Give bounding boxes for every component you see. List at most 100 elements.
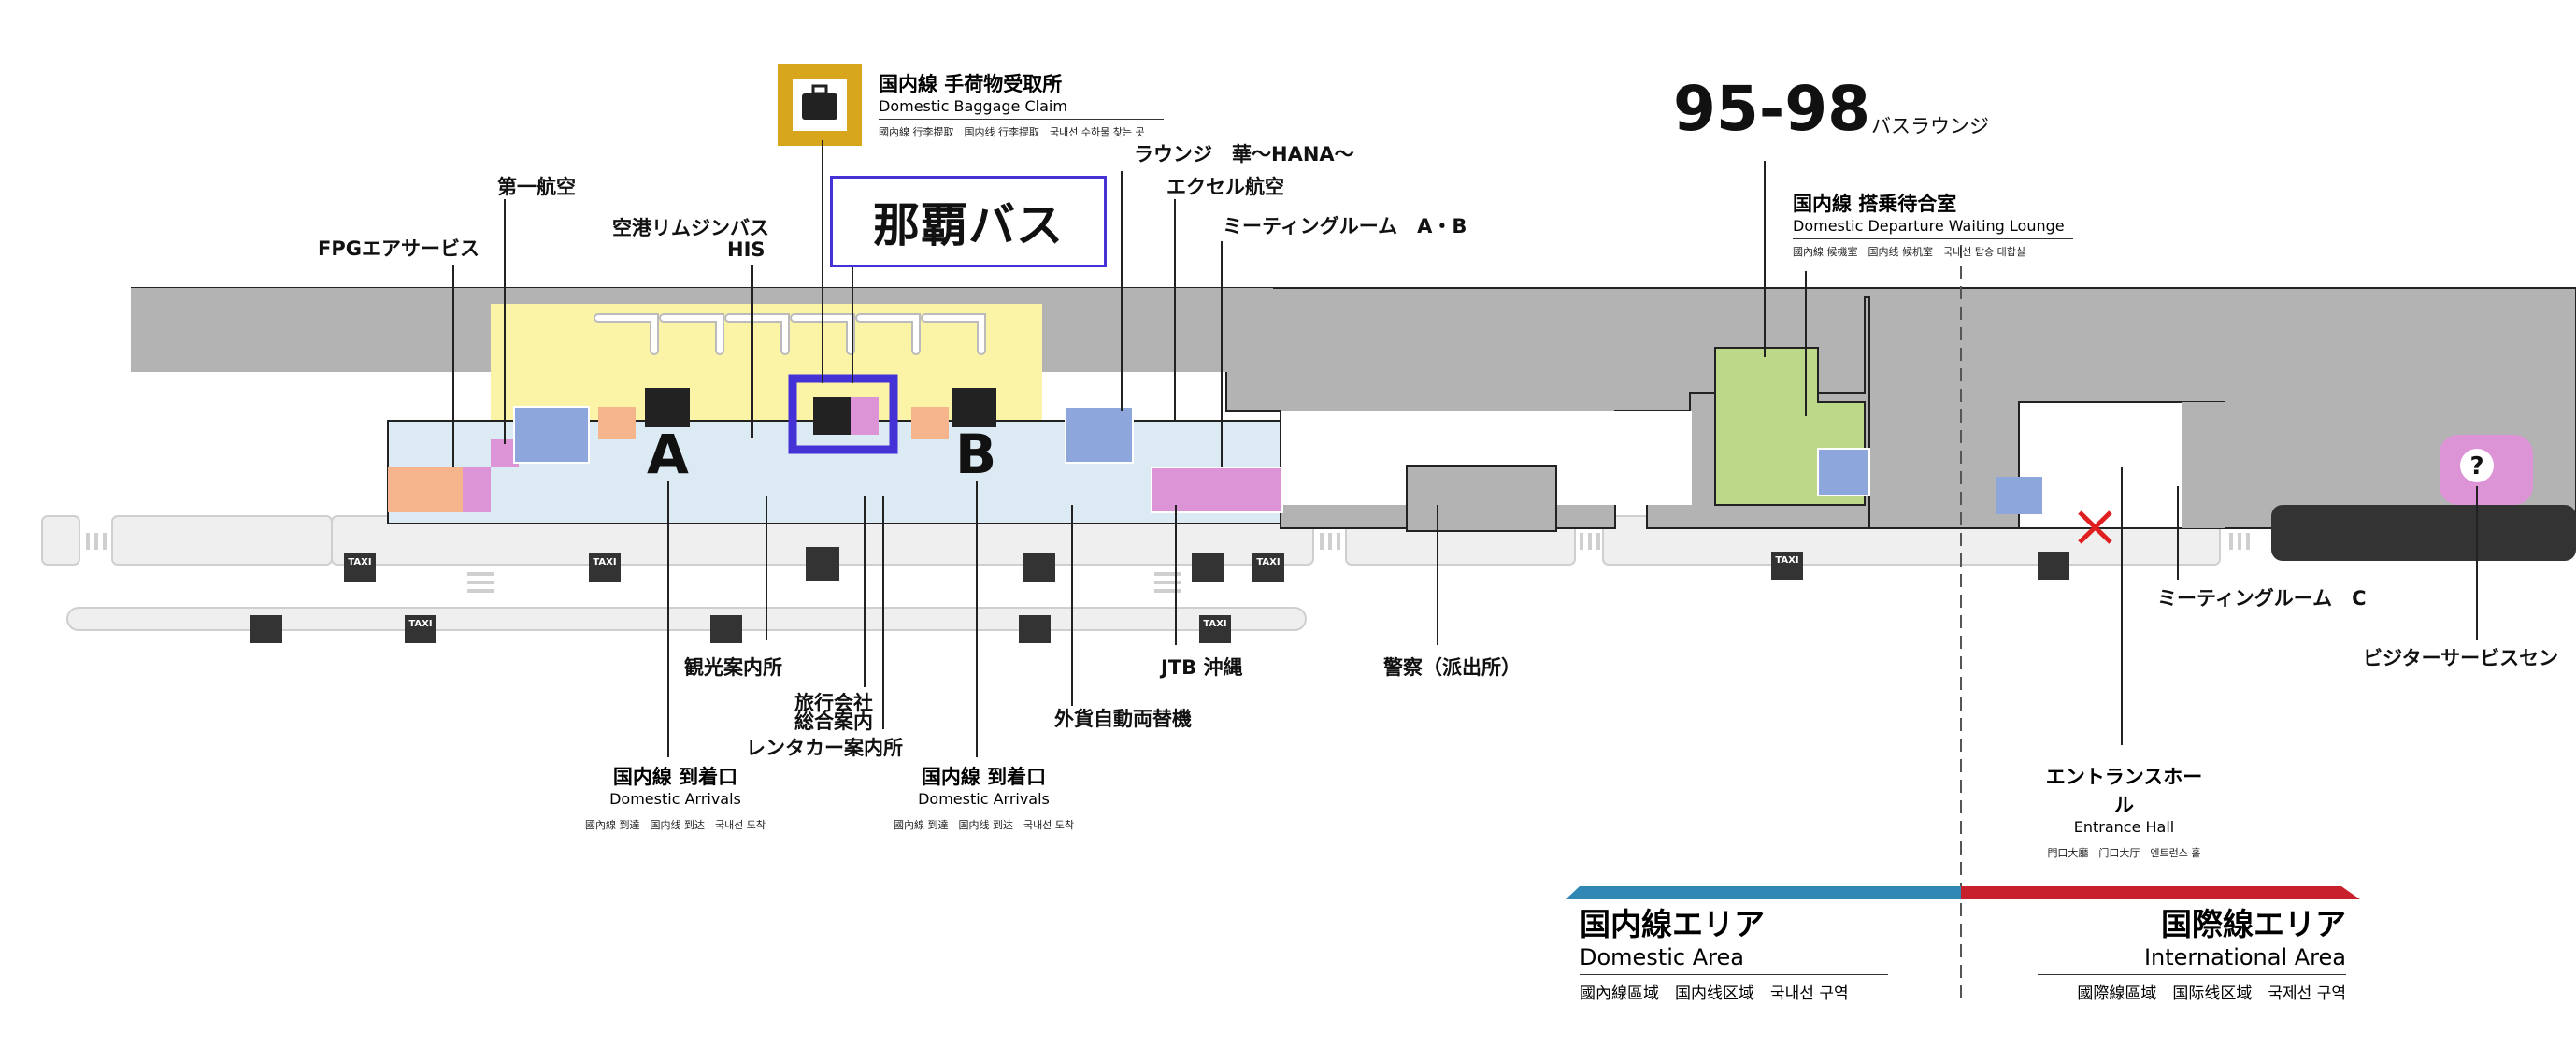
domestic-area-en: Domestic Area	[1580, 944, 1744, 970]
help-icon: ?	[2469, 452, 2483, 481]
road-segment	[111, 515, 333, 566]
taxi-text: TAXI	[593, 557, 616, 567]
arrivals-a: 国内線 到着口 Domestic Arrivals 國內線 到達 国内线 到达 …	[570, 762, 780, 832]
label-his: HIS	[727, 238, 766, 261]
baggage-handle	[811, 84, 828, 95]
baggage-hall	[491, 304, 1042, 421]
police-box	[1406, 465, 1557, 532]
departure-lounge-mini: 國內線 候機室 国内线 候机室 국내선 탑승 대합실	[1793, 246, 2025, 258]
arrivals-b: 国内線 到着口 Domestic Arrivals 國內線 到達 国内线 到达 …	[879, 762, 1089, 832]
departure-lounge-ja: 国内線 搭乗待合室	[1793, 193, 1957, 215]
departure-lounge	[1714, 347, 1870, 506]
restroom-b	[1065, 406, 1134, 464]
taxi-icon	[405, 615, 436, 643]
bus-icon-highlight	[813, 397, 851, 435]
baggage-claim-mini: 國內線 行李提取 国内线 行李提取 국내선 수하물 찾는 곳	[879, 126, 1145, 138]
taxi-icon	[344, 553, 376, 582]
taxi-icon	[589, 553, 621, 582]
arrival-hall	[387, 406, 1283, 524]
domestic-area-bar	[1566, 886, 1961, 899]
intl-area-ja: 国際線エリア	[2161, 906, 2346, 942]
label-excel: エクセル航空	[1166, 176, 1284, 198]
domestic-area-mini: 國內線區域 国内线区域 국내선 구역	[1580, 984, 1849, 1003]
label-gaika: 外貨自動両替機	[1054, 708, 1192, 730]
bus-gate-number: 95-98	[1673, 73, 1871, 145]
intl-area-mini: 國際線區域 国际线区域 국제선 구역	[2077, 984, 2346, 1003]
label-rentacar: レンタカー案内所	[746, 737, 903, 759]
departure-lounge-title: 国内線 搭乗待合室 Domestic Departure Waiting Lou…	[1793, 189, 2073, 259]
arrivals-a-mini: 國內線 到達 国内线 到达 국내선 도착	[584, 819, 766, 831]
label-lounge-hana: ラウンジ 華〜HANA〜	[1134, 143, 1354, 165]
label-keisatsu: 警察（派出所）	[1383, 656, 1521, 679]
label-daiichi: 第一航空	[497, 176, 576, 198]
taxi-text: TAXI	[1775, 555, 1798, 566]
entrance-hall-ja: エントランスホール	[2045, 766, 2203, 816]
entrance-hall-en: Entrance Hall	[2073, 818, 2175, 836]
taxi-icon	[1252, 553, 1284, 582]
taxi-icon	[1199, 615, 1231, 643]
baggage-icon	[802, 93, 837, 120]
entrance-hall-title: エントランスホール Entrance Hall 門口大廳 门口大厅 엔트런스 홀	[2038, 762, 2211, 860]
bus-icon	[710, 615, 742, 643]
taxi-text: TAXI	[348, 557, 371, 567]
bus-stop-icon	[1019, 615, 1051, 643]
naha-bus-highlight	[788, 374, 898, 454]
label-meeting-c: ミーティングルーム C	[2157, 587, 2367, 610]
accessibility-icon	[806, 547, 839, 581]
gate-a-letter: A	[647, 423, 689, 486]
bus-lounge-label: バスラウンジ	[1871, 115, 1989, 137]
leader-lines	[452, 140, 2478, 757]
bus-stop-icon	[250, 615, 282, 643]
bus-icon	[1192, 553, 1224, 582]
label-kanko: 観光案内所	[684, 656, 782, 679]
entrance-restroom	[1996, 477, 2042, 514]
baggage-claim-ja: 国内線 手荷物受取所	[879, 73, 1063, 95]
taxi-icon	[1771, 552, 1803, 580]
lounge-restroom	[1817, 448, 1870, 496]
label-limousine: 空港リムジンバス	[612, 217, 769, 239]
bus-icon	[1023, 553, 1055, 582]
arrivals-b-ja: 国内線 到着口	[921, 766, 1047, 788]
taxi-icons	[250, 547, 2069, 643]
taxi-text: TAXI	[1203, 619, 1226, 629]
baggage-carousels-inner	[595, 315, 984, 353]
arrivals-b-mini: 國內線 到達 国内线 到达 국내선 도착	[893, 819, 1075, 831]
help-icon-circle	[2460, 449, 2494, 482]
restroom-a	[513, 406, 590, 464]
taxi-text: TAXI	[1256, 557, 1280, 567]
road-stripes	[86, 533, 2250, 593]
gap-white	[1281, 411, 1692, 505]
arrivals-b-en: Domestic Arrivals	[918, 790, 1050, 808]
building-domestic	[131, 287, 2576, 561]
road-segment	[41, 515, 80, 566]
restaurant-b	[911, 407, 949, 439]
label-ryoko2: 総合案内	[794, 711, 873, 733]
arrivals-a-ja: 国内線 到着口	[612, 766, 738, 788]
intl-area-title: 国際線エリア International Area 國際線區域 国际线区域 국제…	[2038, 899, 2346, 1003]
domestic-area-ja: 国内線エリア	[1580, 906, 1765, 942]
shop-pink	[463, 467, 491, 512]
baggage-hall-area	[491, 304, 1042, 421]
arrivals-a-en: Domestic Arrivals	[609, 790, 741, 808]
label-ryoko1: 旅行会社	[794, 692, 873, 714]
domestic-area-title: 国内線エリア Domestic Area 國內線區域 国内线区域 국내선 구역	[1580, 899, 1888, 1003]
naha-bus-callout: 那覇バス	[830, 176, 1107, 267]
intl-area-en: International Area	[2143, 944, 2346, 970]
label-fpg: FPGエアサービス	[318, 237, 479, 260]
road-segment-outer	[66, 607, 1307, 631]
arrival-plane-icon-a	[645, 388, 690, 427]
bus-counter-highlight	[851, 397, 879, 435]
entrance-hall-mini: 門口大廳 门口大厅 엔트런스 홀	[2047, 847, 2201, 859]
departure-lounge-en: Domestic Departure Waiting Lounge	[1793, 217, 2065, 235]
label-jtb: JTB 沖縄	[1161, 656, 1243, 679]
arrival-plane-icon-b	[952, 388, 996, 427]
no-entry-icon	[2078, 510, 2112, 544]
intl-area-bar	[1961, 886, 2360, 899]
shop-orange	[388, 467, 463, 512]
baggage-claim-title: 国内線 手荷物受取所 Domestic Baggage Claim 國內線 行李…	[879, 69, 1164, 139]
international-dark-zone	[2271, 505, 2576, 561]
restaurant-a	[598, 407, 636, 439]
taxi-text: TAXI	[408, 619, 432, 629]
